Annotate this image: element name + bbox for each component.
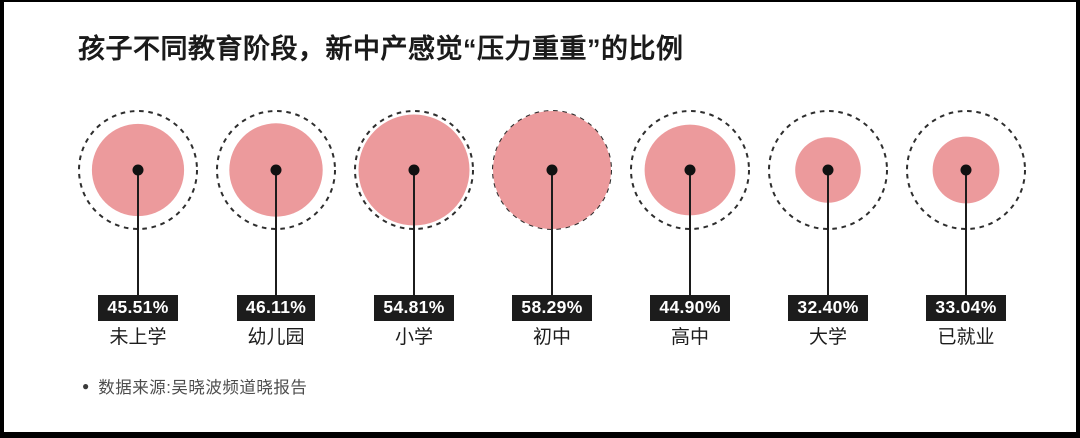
bubble-figure [492,110,612,295]
dashed-ring [906,110,1026,230]
value-badge: 33.04% [926,295,1006,321]
chart-title: 孩子不同教育阶段，新中产感觉“压力重重”的比例 [78,34,684,64]
dashed-ring [354,110,474,230]
bubble-group: 58.29% 初中 [483,105,621,349]
dashed-ring [630,110,750,230]
center-dot [684,164,696,176]
category-label: 已就业 [937,327,995,348]
value-badge: 46.11% [236,295,316,321]
bullet-icon: ● [82,379,90,393]
bubble-figure [906,110,1026,295]
bubble-chart: 45.51% 未上学 46.11% 幼儿园 54.81% 小学 58.29% 初中 44.90%… [69,105,1076,349]
center-dot [960,164,972,176]
category-label: 大学 [808,327,847,348]
bubble-figure [768,110,888,295]
center-dot [822,164,834,176]
dashed-ring [78,110,198,230]
dashed-ring [216,110,336,230]
center-dot [546,164,558,176]
category-label: 未上学 [109,327,167,348]
bubble-group: 44.90% 高中 [621,105,759,349]
value-badge: 54.81% [374,295,454,321]
data-source-text: 数据来源:吴晓波频道晓报告 [98,379,308,397]
value-badge: 32.40% [788,295,868,321]
bubble-group: 33.04% 已就业 [897,105,1035,349]
category-label: 小学 [394,327,433,348]
dashed-ring [768,110,888,230]
value-badge: 58.29% [512,295,592,321]
bubble-group: 32.40% 大学 [759,105,897,349]
value-badge: 45.51% [98,295,178,321]
value-badge: 44.90% [650,295,730,321]
category-label: 幼儿园 [247,327,305,348]
bubble-group: 46.11% 幼儿园 [207,105,345,349]
data-source: ● 数据来源:吴晓波频道晓报告 [4,374,1076,398]
bubble-figure [78,110,198,295]
bubble-group: 54.81% 小学 [345,105,483,349]
center-dot [270,164,282,176]
bubble-figure [630,110,750,295]
center-dot [408,164,420,176]
bubble-figure [354,110,474,295]
bubble-figure [216,110,336,295]
bubble-group: 45.51% 未上学 [69,105,207,349]
category-label: 高中 [670,327,709,348]
category-label: 初中 [532,327,571,348]
center-dot [132,164,144,176]
